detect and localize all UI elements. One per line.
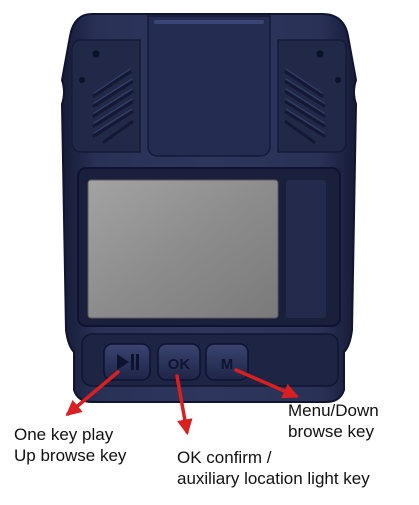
menu-callout-line-2: browse key — [288, 422, 374, 441]
ok-key-callout: OK confirm / auxiliary location light ke… — [177, 447, 370, 489]
menu-callout-line-1: Menu/Down — [288, 401, 379, 420]
top-clip-highlight — [154, 20, 264, 24]
screw-mid-right — [335, 77, 341, 83]
play-callout-arrow — [65, 370, 120, 417]
right-grille — [284, 70, 326, 144]
play-pause-icon — [117, 354, 139, 370]
lcd-screen — [87, 179, 279, 319]
play-callout-line-1: One key play — [14, 425, 114, 444]
play-key[interactable] — [103, 343, 151, 381]
ok-key[interactable]: OK — [157, 343, 201, 381]
menu-callout-arrow — [234, 368, 299, 399]
menu-key[interactable]: M — [205, 343, 249, 381]
left-grille — [92, 70, 134, 144]
play-callout-line-2: Up browse key — [14, 446, 127, 465]
screw-top-left — [92, 50, 100, 58]
ok-callout-line-2: auxiliary location light key — [177, 469, 370, 488]
play-key-callout: One key play Up browse key — [14, 424, 126, 466]
ok-callout-arrow — [175, 374, 193, 436]
ok-callout-line-1: OK confirm / — [177, 448, 272, 467]
top-clip-ridge — [147, 15, 271, 157]
side-rail — [286, 180, 326, 318]
ok-key-label: OK — [168, 356, 191, 373]
menu-key-label: M — [221, 356, 234, 373]
menu-key-callout: Menu/Down browse key — [288, 400, 379, 442]
screw-top-right — [316, 50, 324, 58]
screw-mid-left — [79, 77, 85, 83]
